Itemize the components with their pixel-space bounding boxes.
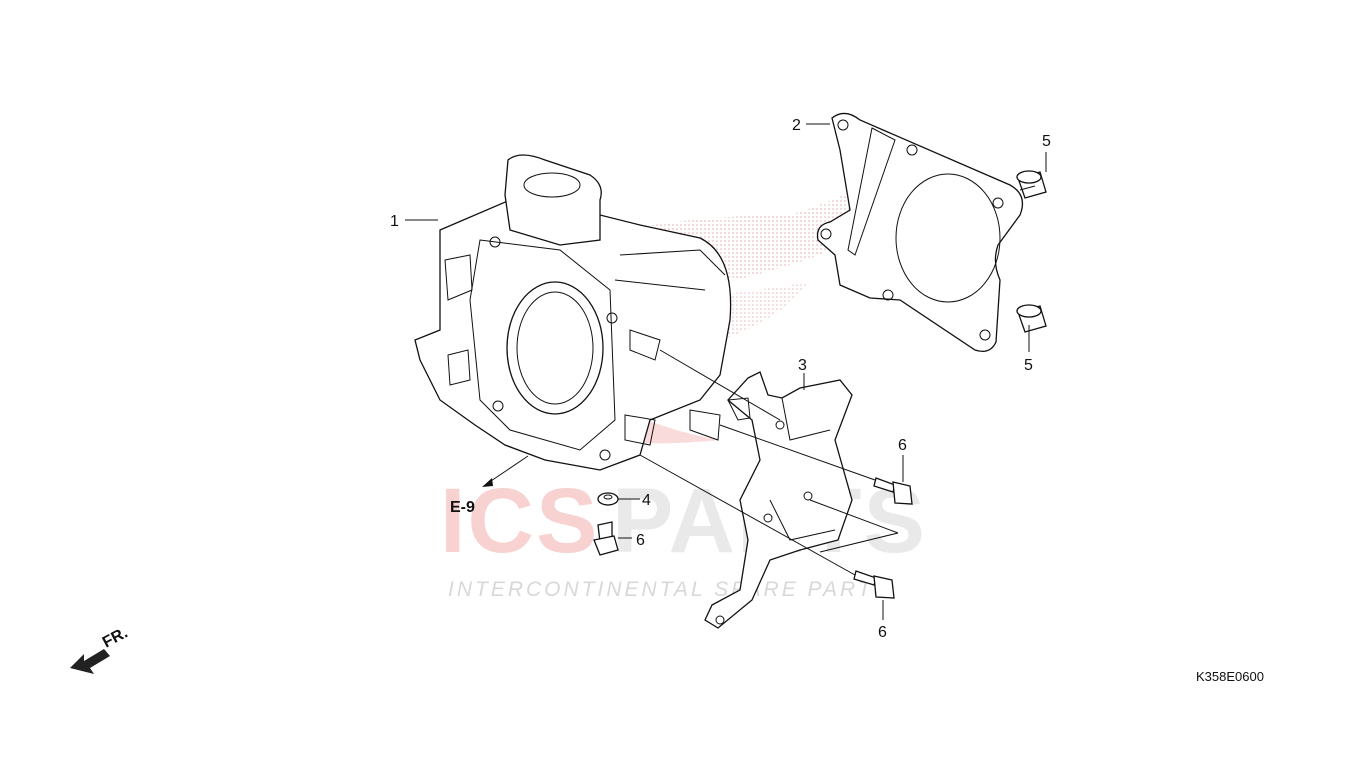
callout-2: 2 [792,117,801,134]
callout-5-lower: 5 [1024,357,1033,374]
callout-1: 1 [390,213,399,230]
watermark-tagline: INTERCONTINENTAL SPARE PARTS [448,578,891,601]
part-bolt-upper-right [873,477,913,505]
leader-lines [405,123,1047,620]
watermark-text: ICS PARTS INTERCONTINENTAL SPARE PARTS [440,470,925,601]
front-arrow-icon [70,649,110,674]
section-reference-label: E-9 [450,499,475,516]
callouts: 1 2 3 4 5 5 6 6 6 [390,117,1051,641]
callout-3: 3 [798,357,807,374]
callout-6-left: 6 [636,532,645,549]
part-bolt-left [593,521,619,556]
reference-arrow-head [482,478,493,487]
drawing-code: K358E0600 [1196,669,1264,684]
front-label: FR. [100,624,131,651]
part-washer [597,492,619,506]
part-dowel-pin-upper [1016,170,1047,199]
part-bolt-lower-right [853,570,895,599]
part-dowel-pin-lower [1016,304,1047,333]
part-cylinder [414,154,732,471]
callout-6-upper-right: 6 [898,437,907,454]
part-head-gasket [816,112,1024,353]
watermark-brand-left: ICS [440,470,599,572]
callout-5-upper: 5 [1042,133,1051,150]
part-bracket [704,371,853,629]
front-direction-indicator: FR. [70,624,131,674]
callout-4: 4 [642,492,651,509]
callout-6-lower-right: 6 [878,624,887,641]
